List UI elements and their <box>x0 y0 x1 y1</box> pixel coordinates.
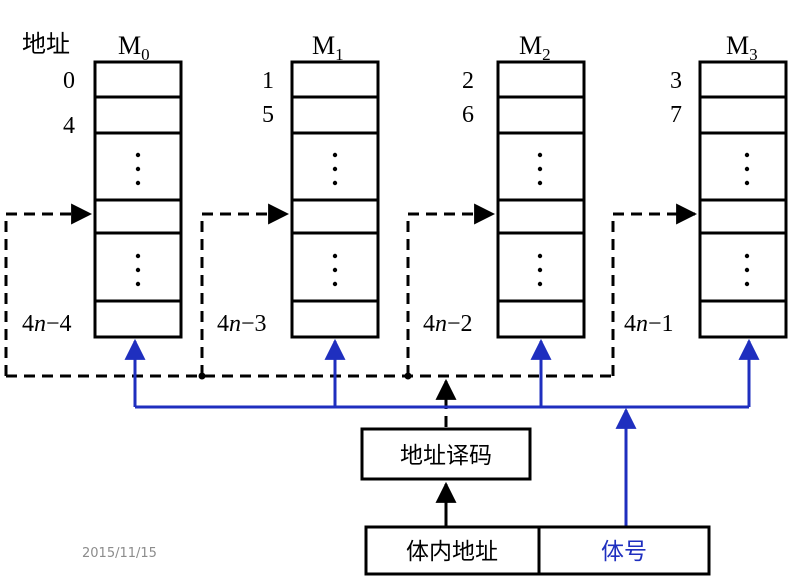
ellipsis-dots <box>537 152 543 287</box>
memory-bank-m2: M2 2 6 4n−2 <box>423 31 586 339</box>
address-label-first: 1 <box>262 68 274 94</box>
address-label-second: 6 <box>462 102 474 128</box>
slide-date: 2015/11/15 <box>82 546 157 561</box>
address-label-first: 3 <box>670 68 682 94</box>
bank-number-field: 体号 <box>601 539 647 565</box>
memory-bank-m3: M3 3 7 4n−1 <box>624 31 788 339</box>
bank-select-bus <box>124 338 760 527</box>
intra-bank-address-bus <box>4 203 698 427</box>
address-decoder: 地址译码 <box>360 427 532 481</box>
decoder-label: 地址译码 <box>400 443 492 469</box>
ellipsis-dots <box>332 152 338 287</box>
address-label-last: 4n−4 <box>22 311 72 337</box>
address-label-first: 0 <box>63 68 75 94</box>
bank-title: M0 <box>118 31 150 64</box>
address-label-last: 4n−1 <box>624 311 674 337</box>
bank-title: M2 <box>519 31 551 64</box>
intra-bank-address-field: 体内地址 <box>406 539 498 565</box>
address-label-last: 4n−3 <box>217 311 267 337</box>
address-register: 体内地址 体号 <box>364 525 711 576</box>
memory-bank-m0: M0 0 4 4n−4 <box>22 31 183 339</box>
address-label-second: 4 <box>63 113 75 139</box>
bus-junction-dots <box>198 372 412 380</box>
ellipsis-dots <box>744 152 750 287</box>
bank-title: M3 <box>726 31 758 64</box>
ellipsis-dots <box>135 152 141 287</box>
address-label-first: 2 <box>462 68 474 94</box>
bank-title: M1 <box>312 31 344 64</box>
address-label-second: 5 <box>262 102 274 128</box>
address-label-last: 4n−2 <box>423 311 473 337</box>
memory-bank-m1: M1 1 5 4n−3 <box>217 31 380 339</box>
address-label-second: 7 <box>670 102 682 128</box>
address-column-label: 地址 <box>22 30 70 58</box>
